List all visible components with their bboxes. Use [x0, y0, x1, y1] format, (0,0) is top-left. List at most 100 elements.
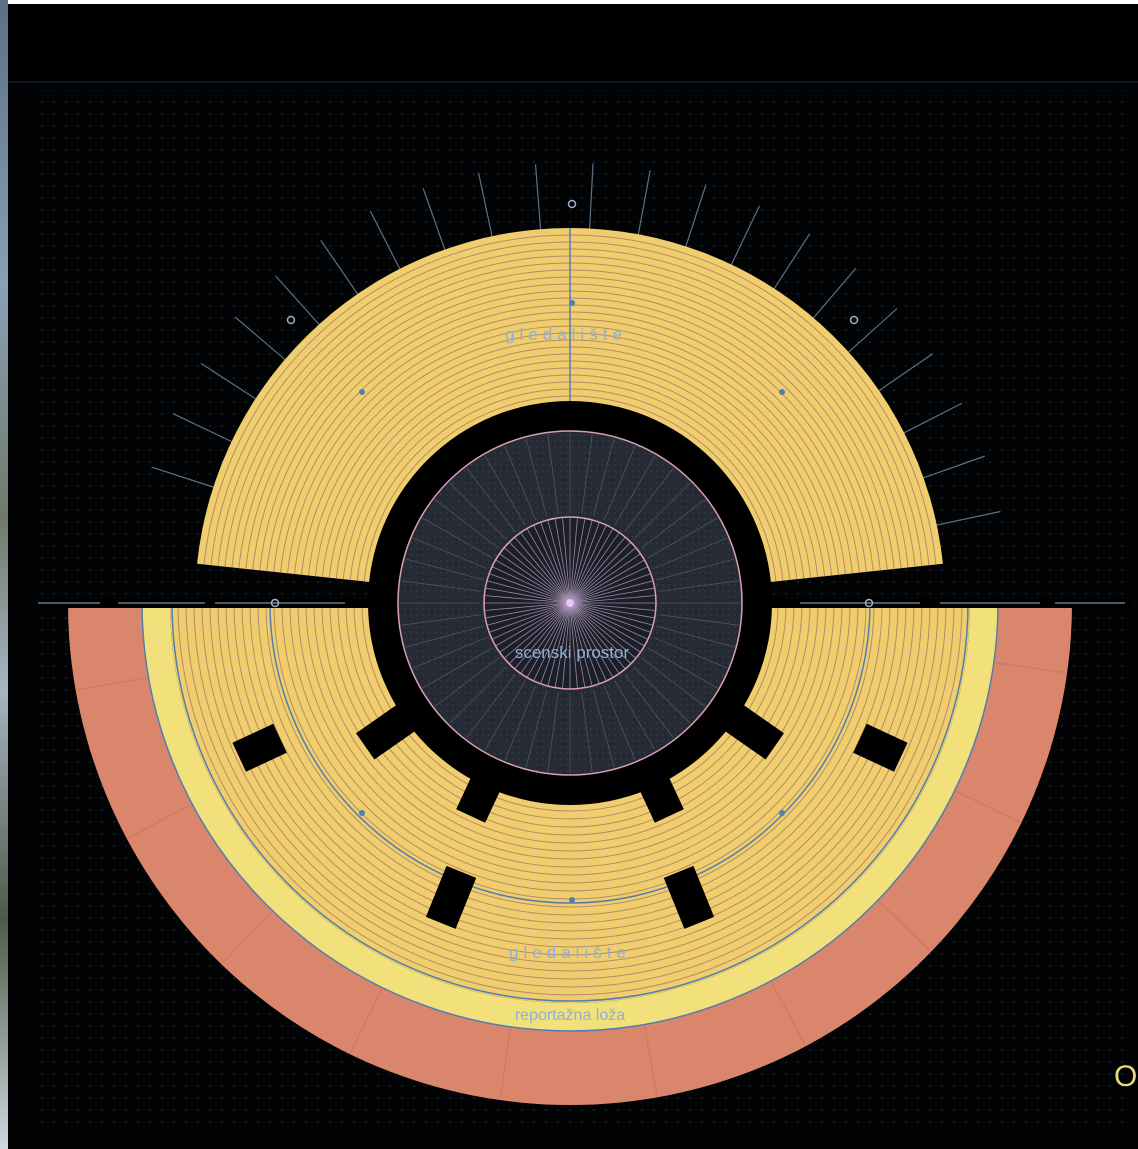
press-box-divider	[222, 911, 272, 964]
stage-outer-ray	[656, 625, 735, 648]
stage-inner-ray	[503, 605, 568, 659]
stage-inner-ray	[485, 587, 567, 603]
stage-inner-ray	[486, 603, 567, 626]
circle-node-icon	[359, 810, 365, 816]
stage-outer-ray	[614, 680, 656, 751]
stage-inner-ray	[547, 519, 570, 600]
seat-row-line	[217, 602, 923, 956]
stage-outer-ray	[525, 438, 548, 517]
stage-inner-ray	[571, 532, 620, 600]
stage-outer-ray	[504, 685, 536, 761]
stage-outer-ray	[412, 537, 488, 569]
press-box-divider	[878, 901, 931, 951]
stage-inner-ray	[572, 605, 637, 659]
stage-inner-ray	[508, 541, 568, 601]
circle-node-icon	[569, 300, 575, 306]
stage-inner-ray	[547, 606, 570, 687]
stage-outer-ray	[659, 580, 739, 592]
seat-row-line	[177, 602, 963, 996]
stage-outer-ray	[659, 614, 739, 626]
press-box-divider	[995, 662, 1066, 674]
stage-outer-ray	[604, 445, 636, 521]
stage-outer-ray	[614, 455, 656, 526]
stage-inner-ray	[499, 553, 567, 602]
vomitory-passage	[232, 723, 287, 772]
circle-node-icon	[849, 315, 859, 325]
centre-point-icon	[566, 599, 574, 607]
stage-outer-ray	[624, 674, 674, 739]
stage-outer-ray	[412, 637, 488, 669]
stage-inner-ray	[526, 606, 569, 678]
stage-inner-ray	[570, 606, 593, 687]
stage-outer-ray	[484, 455, 526, 526]
stage-inner-ray	[573, 603, 654, 626]
stage-inner-ray	[514, 536, 568, 601]
stage-inner-ray	[573, 604, 641, 653]
seat-row-line	[257, 602, 883, 916]
seat-row-line	[201, 602, 939, 972]
seat-row-line	[193, 602, 947, 980]
stage-outer-ray	[652, 537, 728, 569]
stage-area	[368, 401, 772, 805]
stage-inner-ray	[489, 603, 567, 633]
vomitory-passage	[425, 865, 477, 929]
stage-inner-ray	[485, 603, 567, 619]
upper-seating-group	[197, 228, 943, 583]
stage-inner-ray	[486, 580, 567, 603]
stage-inner-ray	[572, 536, 626, 601]
circle-node-icon	[779, 810, 785, 816]
stage-inner-ray	[554, 606, 570, 688]
seat-row-line	[289, 602, 851, 884]
seat-row-line	[329, 602, 811, 844]
stage-inner-ray	[573, 604, 645, 647]
stage-inner-ray	[573, 604, 649, 640]
stage-outer-ray	[422, 647, 493, 689]
stage-inner-ray	[484, 595, 567, 604]
stage-inner-ray	[562, 517, 571, 600]
seat-row-line	[345, 602, 795, 828]
stage-inner-ray	[572, 541, 632, 601]
stage-inner-ray	[503, 547, 568, 601]
stage-outer-ray	[547, 692, 559, 772]
stage-inner-ray	[571, 606, 614, 678]
stage-inner-ray	[499, 604, 567, 653]
vomitory-shape	[425, 865, 477, 929]
stage-inner-ray	[571, 524, 607, 600]
stage-inner-ray	[571, 528, 614, 600]
stage-inner-ray	[554, 518, 570, 600]
seat-row-line	[361, 602, 779, 812]
stage-inner-ray	[570, 519, 593, 600]
seat-row-line	[321, 602, 819, 852]
stage-inner-ray	[540, 606, 570, 684]
stage-inner-ray	[572, 547, 637, 601]
press-box-divider	[771, 982, 806, 1045]
stage-outer-ray	[405, 625, 484, 648]
press-box-divider	[499, 1028, 511, 1099]
stage-outer-ray	[581, 434, 593, 514]
stage-label: scenski prostor	[515, 643, 630, 662]
stage-outer-ray	[652, 637, 728, 669]
stage-outer-ray	[405, 558, 484, 581]
seat-row-line	[305, 602, 835, 868]
circle-node-icon	[567, 199, 577, 209]
seat-row-line	[225, 602, 915, 948]
circle-node-icon	[569, 897, 575, 903]
seating-boundary-arc	[171, 602, 969, 1002]
stage-outer-ray	[547, 434, 559, 514]
stage-inner-ray	[571, 606, 607, 682]
stage-outer-ray	[401, 580, 481, 592]
stage-inner-ray	[569, 517, 578, 600]
press-box-divider	[128, 804, 191, 839]
seat-row-line	[337, 602, 803, 836]
stage-outer-ray	[647, 517, 718, 559]
stage-outer-ray	[604, 685, 636, 761]
stage-inner-ray	[533, 524, 569, 600]
press-box-divider	[77, 677, 147, 691]
press-box-divider	[350, 989, 382, 1053]
circle-node-icon	[286, 315, 296, 325]
stage-outer-ray	[449, 482, 507, 540]
stage-inner-ray	[514, 605, 568, 670]
seat-row-line	[185, 602, 955, 988]
stage-inner-ray	[562, 606, 571, 689]
